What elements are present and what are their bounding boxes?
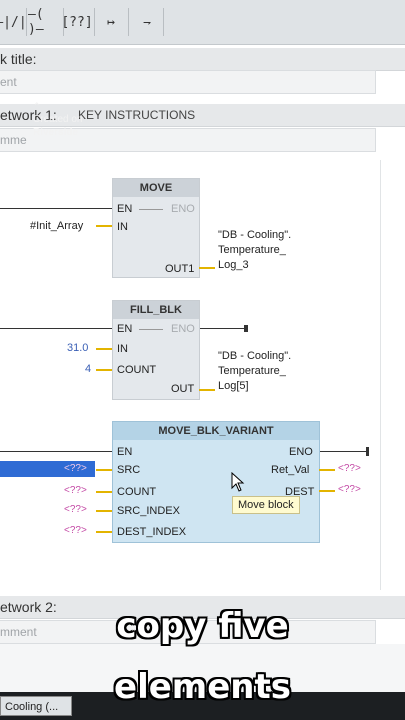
mbv-ret-val-wire bbox=[319, 469, 335, 471]
contact-no-icon[interactable]: —|/| bbox=[0, 14, 27, 30]
fill-blk-out-operand-line2[interactable]: Temperature_ bbox=[218, 365, 286, 377]
toolbar-separator bbox=[163, 8, 164, 36]
toolbar-separator bbox=[63, 8, 64, 36]
fill-blk-count-wire bbox=[96, 369, 112, 371]
block-title-label: k title: bbox=[0, 51, 37, 67]
mbv-src-pin: SRC bbox=[117, 464, 141, 476]
rung-wire bbox=[0, 208, 112, 209]
fill-blk-block[interactable]: FILL_BLK EN ENO IN COUNT OUT bbox=[112, 300, 200, 400]
caption-line-2: elements bbox=[114, 667, 291, 707]
mbv-dest-operand[interactable]: <??> bbox=[338, 484, 361, 495]
network-2-label: etwork 2: bbox=[0, 599, 57, 615]
fill-blk-eno-pin: ENO bbox=[171, 323, 195, 335]
wire-end-marker bbox=[244, 325, 248, 332]
fill-blk-en-eno-line bbox=[139, 329, 163, 330]
move-blk-variant-title: MOVE_BLK_VARIANT bbox=[113, 422, 319, 440]
move-in-wire bbox=[96, 225, 112, 227]
ladder-toolbar: —|/| –( )– [??] ↦ ⇁ bbox=[0, 0, 405, 45]
network-1-comment-field[interactable]: mme bbox=[0, 128, 376, 152]
eno-wire bbox=[318, 451, 368, 452]
mbv-en-pin: EN bbox=[117, 446, 133, 458]
watermark-line2: Riverside bbox=[33, 127, 79, 138]
mbv-ret-val-operand[interactable]: <??> bbox=[338, 463, 361, 474]
fill-blk-count-pin: COUNT bbox=[117, 364, 157, 376]
fill-blk-out-operand-line1[interactable]: "DB - Cooling". bbox=[218, 350, 292, 362]
move-out-wire bbox=[199, 267, 215, 269]
selection-highlight bbox=[0, 461, 95, 477]
status-bar: Cooling (... bbox=[0, 692, 405, 720]
fill-blk-in-operand[interactable]: 31.0 bbox=[67, 342, 89, 354]
mbv-src-index-wire bbox=[96, 510, 112, 512]
network-2-comment-placeholder: mment bbox=[0, 625, 37, 639]
block-comment-field[interactable]: ent bbox=[0, 70, 376, 94]
wire-end-marker bbox=[366, 447, 369, 456]
fill-blk-out-operand-line3[interactable]: Log[5] bbox=[218, 380, 249, 392]
eno-wire bbox=[198, 328, 246, 329]
move-eno-pin: ENO bbox=[171, 203, 195, 215]
move-block-title: MOVE bbox=[113, 179, 199, 197]
mbv-src-wire bbox=[96, 469, 112, 471]
fill-blk-en-pin: EN bbox=[117, 323, 133, 335]
move-en-pin: EN bbox=[117, 203, 133, 215]
open-branch-icon[interactable]: ↦ bbox=[107, 14, 115, 30]
toolbar-separator bbox=[128, 8, 129, 36]
watermark-logo-icon: ⌃ bbox=[33, 101, 41, 111]
move-in-operand[interactable]: #Init_Array bbox=[30, 220, 84, 232]
rung-wire bbox=[0, 328, 112, 329]
caption-line-1: copy five bbox=[116, 606, 289, 646]
network-1-comment-placeholder: mme bbox=[0, 133, 27, 147]
mbv-ret-val-pin: Ret_Val bbox=[271, 464, 310, 476]
move-en-eno-line bbox=[139, 209, 163, 210]
network-1-header[interactable]: etwork 1: KEY INSTRUCTIONS bbox=[0, 104, 405, 127]
mbv-dest-pin: DEST bbox=[285, 486, 315, 498]
mbv-count-wire bbox=[96, 491, 112, 493]
move-in-pin: IN bbox=[117, 221, 128, 233]
network-2-canvas bbox=[0, 644, 405, 692]
block-title-row[interactable]: k title: bbox=[0, 48, 405, 71]
network-1-title[interactable]: KEY INSTRUCTIONS bbox=[78, 108, 196, 122]
mbv-dest-wire bbox=[319, 490, 335, 492]
rung-wire bbox=[0, 451, 112, 452]
mbv-count-pin: COUNT bbox=[117, 486, 157, 498]
empty-box-icon[interactable]: [??] bbox=[61, 14, 93, 30]
fill-blk-out-pin: OUT bbox=[171, 383, 195, 395]
move-block-tooltip: Move block bbox=[232, 496, 300, 514]
close-branch-icon[interactable]: ⇁ bbox=[143, 14, 151, 30]
mbv-dest-index-wire bbox=[96, 531, 112, 533]
mbv-eno-pin: ENO bbox=[289, 446, 313, 458]
toolbar-separator bbox=[94, 8, 95, 36]
move-out-operand-line2[interactable]: Temperature_ bbox=[218, 244, 286, 256]
move-out1-pin: OUT1 bbox=[165, 263, 195, 275]
editor-tab-db-cooling[interactable]: Cooling (... bbox=[0, 696, 72, 716]
fill-blk-block-title: FILL_BLK bbox=[113, 301, 199, 319]
mbv-src-operand[interactable]: <??> bbox=[64, 463, 87, 474]
toolbar-separator bbox=[26, 8, 27, 36]
move-out-operand-line3[interactable]: Log_3 bbox=[218, 259, 249, 271]
fill-blk-count-operand[interactable]: 4 bbox=[85, 363, 92, 375]
watermark: ⌃ Created on Riverside bbox=[33, 100, 103, 150]
mbv-src-index-pin: SRC_INDEX bbox=[117, 505, 180, 517]
mouse-cursor-icon bbox=[231, 472, 245, 492]
move-blk-variant-block[interactable]: MOVE_BLK_VARIANT EN ENO SRC Ret_Val COUN… bbox=[112, 421, 320, 543]
coil-icon[interactable]: –( )– bbox=[28, 7, 44, 37]
network-2-header[interactable]: etwork 2: bbox=[0, 596, 405, 619]
fill-blk-in-pin: IN bbox=[117, 343, 128, 355]
move-block[interactable]: MOVE EN ENO IN OUT1 bbox=[112, 178, 200, 278]
fill-blk-out-wire bbox=[199, 389, 215, 391]
mbv-count-operand[interactable]: <??> bbox=[64, 485, 87, 496]
network-1-label: etwork 1: bbox=[0, 107, 57, 123]
network-2-comment-field[interactable]: mment bbox=[0, 620, 376, 644]
mbv-dest-index-pin: DEST_INDEX bbox=[117, 526, 187, 538]
mbv-src-index-operand[interactable]: <??> bbox=[64, 504, 87, 515]
fill-blk-in-wire bbox=[96, 348, 112, 350]
mbv-dest-index-operand[interactable]: <??> bbox=[64, 525, 87, 536]
move-out-operand-line1[interactable]: "DB - Cooling". bbox=[218, 229, 292, 241]
block-comment-placeholder: ent bbox=[0, 75, 17, 89]
watermark-line1: Created on bbox=[33, 114, 83, 125]
